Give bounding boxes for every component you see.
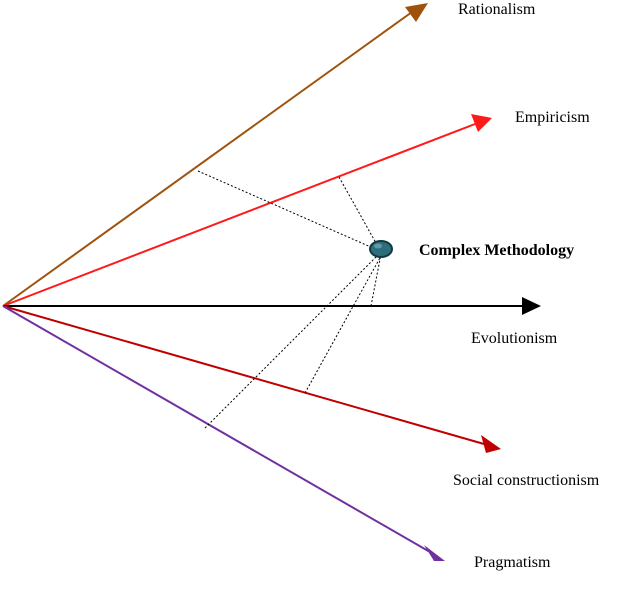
empiricism-axis bbox=[2, 123, 476, 307]
rationalism-axis bbox=[2, 11, 413, 307]
pragmatism-arrowhead bbox=[424, 545, 445, 561]
empiricism-arrowhead bbox=[471, 114, 492, 132]
social-constructionism-arrowhead bbox=[481, 435, 501, 453]
label-evolutionism: Evolutionism bbox=[471, 330, 558, 347]
rationalism-arrowhead bbox=[405, 3, 428, 22]
projection-evolutionism bbox=[370, 253, 382, 307]
label-social-constructionism: Social constructionism bbox=[453, 472, 600, 489]
label-pragmatism: Pragmatism bbox=[474, 554, 551, 571]
projection-social-constructionism bbox=[304, 255, 382, 394]
projection-pragmatism bbox=[204, 255, 378, 429]
pragmatism-axis bbox=[2, 305, 431, 553]
label-rationalism: Rationalism bbox=[458, 1, 536, 18]
evolutionism-arrowhead bbox=[522, 297, 541, 315]
social-constructionism-axis bbox=[2, 305, 485, 445]
label-complex-methodology: Complex Methodology bbox=[419, 242, 574, 259]
label-empiricism: Empiricism bbox=[515, 109, 590, 126]
projection-rationalism bbox=[197, 170, 374, 249]
complex-methodology-point-highlight bbox=[374, 243, 382, 249]
complex-methodology-point bbox=[369, 240, 393, 258]
projection-empiricism bbox=[338, 176, 377, 244]
